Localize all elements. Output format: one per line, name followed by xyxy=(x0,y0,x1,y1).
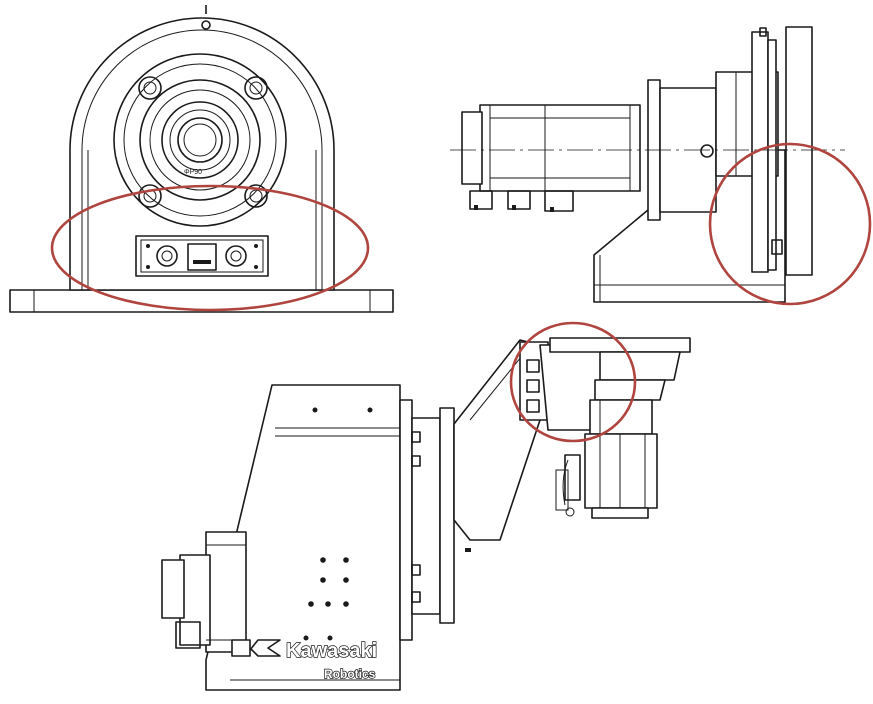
kawasaki-logo: Kawasaki Robotics xyxy=(231,639,378,682)
side-faceplate xyxy=(785,26,813,276)
front-view: ΦP90 xyxy=(9,5,394,313)
flange-bolts xyxy=(138,76,268,208)
side-motor xyxy=(461,104,641,212)
annotation-ellipse-front xyxy=(50,184,370,312)
annotation-circle-side xyxy=(708,142,872,306)
iso-tilt-arm xyxy=(453,339,541,541)
annotation-marks xyxy=(50,142,872,443)
iso-pedestal xyxy=(205,384,401,691)
front-connector-panel xyxy=(135,235,269,277)
front-label-small: ΦP90 xyxy=(184,169,202,176)
annotation-ellipse-iso xyxy=(509,321,637,443)
brand-tagline: Robotics xyxy=(324,667,376,681)
iso-view: Kawasaki Robotics xyxy=(161,337,691,691)
iso-motor-left xyxy=(161,531,247,653)
brand-name: Kawasaki xyxy=(286,640,377,662)
kawasaki-logo-icon xyxy=(231,639,281,657)
iso-motor-bottom xyxy=(555,433,658,519)
side-view xyxy=(450,26,845,303)
